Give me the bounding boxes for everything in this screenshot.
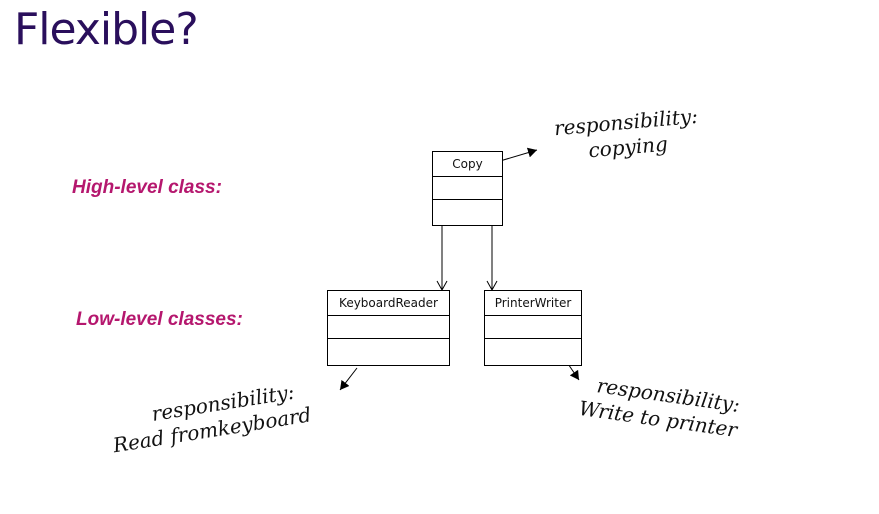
copy-class-box: Copy: [432, 151, 503, 226]
copy-methods-compartment: [433, 200, 502, 223]
high-level-label: High-level class:: [72, 177, 222, 198]
slide-title: Flexible?: [14, 4, 199, 55]
printer-writer-methods-compartment: [485, 339, 581, 362]
copy-note-arrow: [499, 147, 538, 162]
keyboard-reader-attributes-compartment: [328, 316, 449, 339]
printer-writer-class-box: PrinterWriter: [484, 290, 582, 366]
copy-class-name: Copy: [433, 152, 502, 177]
keyboard-note-arrow: [339, 367, 358, 391]
keyboard-reader-class-box: KeyboardReader: [327, 290, 450, 366]
printer-writer-class-name: PrinterWriter: [485, 291, 581, 316]
low-level-label: Low-level classes:: [76, 309, 243, 330]
keyboard-reader-methods-compartment: [328, 339, 449, 362]
copy-attributes-compartment: [433, 177, 502, 200]
printer-writer-attributes-compartment: [485, 316, 581, 339]
keyboard-reader-class-name: KeyboardReader: [328, 291, 449, 316]
